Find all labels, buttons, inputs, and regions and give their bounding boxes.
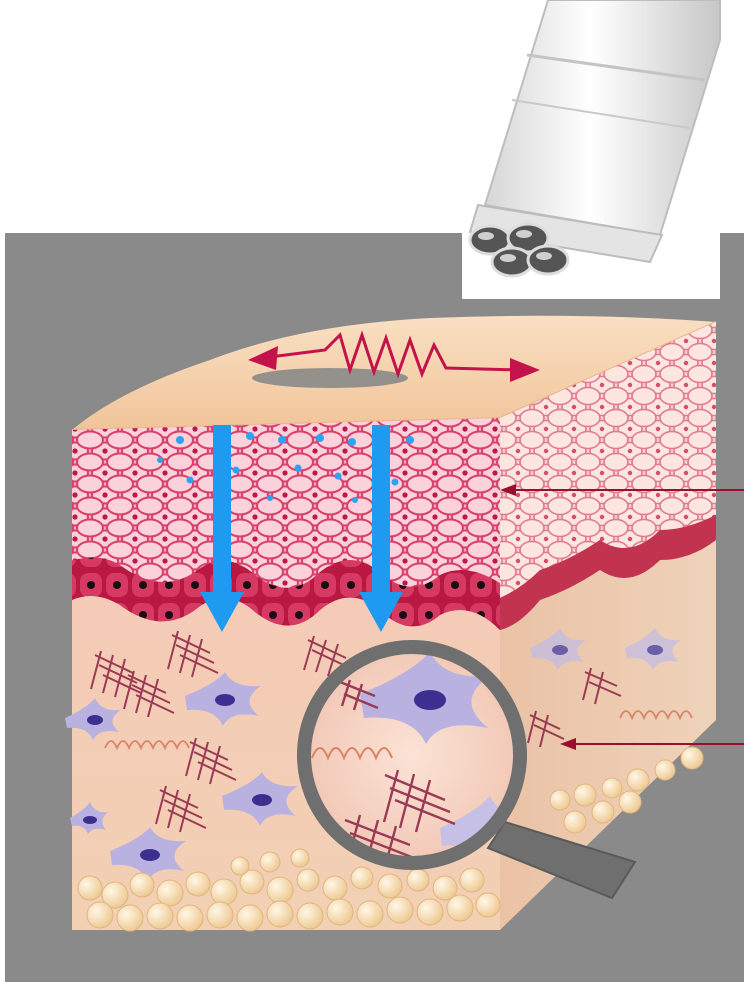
contact-shadow xyxy=(252,368,408,388)
